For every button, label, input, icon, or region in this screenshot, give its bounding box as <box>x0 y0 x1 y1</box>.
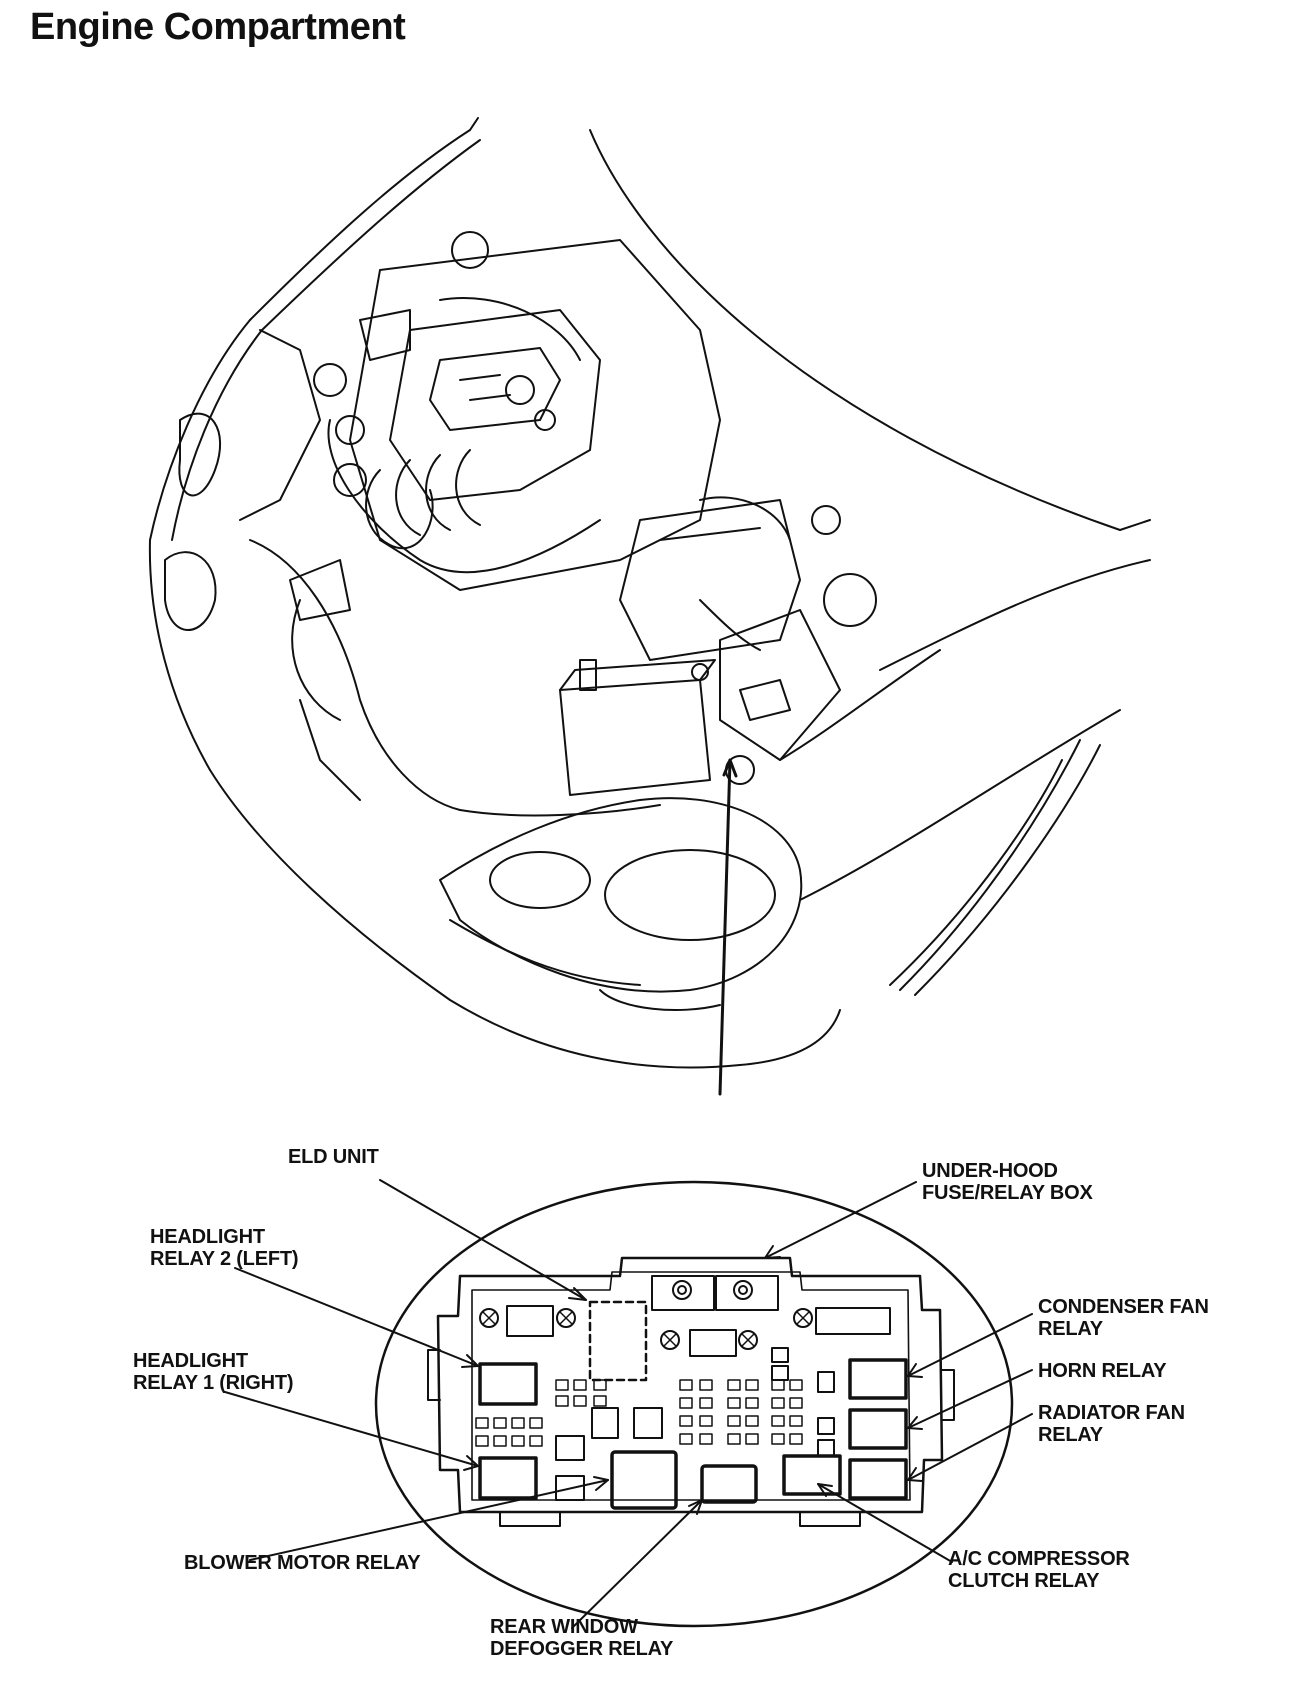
label-rear-window-defogger-relay: REAR WINDOW DEFOGGER RELAY <box>490 1616 674 1660</box>
label-ac-compressor-clutch-relay: A/C COMPRESSOR CLUTCH RELAY <box>948 1548 1130 1592</box>
label-horn-relay: HORN RELAY <box>1038 1360 1167 1382</box>
condenser-fan-relay <box>848 1358 908 1400</box>
label-headlight-relay-2: HEADLIGHT RELAY 2 (LEFT) <box>150 1226 299 1270</box>
label-under-hood-fuse-relay-box: UNDER-HOOD FUSE/RELAY BOX <box>922 1160 1093 1204</box>
page-title: Engine Compartment <box>30 6 406 48</box>
rear-window-defogger-relay <box>700 1464 758 1504</box>
eld-unit <box>588 1300 648 1382</box>
ac-compressor-clutch-relay <box>782 1454 842 1496</box>
label-eld-unit: ELD UNIT <box>288 1146 379 1168</box>
label-condenser-fan-relay: CONDENSER FAN RELAY <box>1038 1296 1209 1340</box>
radiator-fan-relay <box>848 1458 908 1500</box>
car-illustration <box>148 117 1151 1096</box>
leader-lines <box>224 1179 1033 1629</box>
label-radiator-fan-relay: RADIATOR FAN RELAY <box>1038 1402 1185 1446</box>
fuse-slots <box>475 1379 803 1447</box>
headlight-relay-1 <box>478 1456 538 1500</box>
horn-relay <box>848 1408 908 1450</box>
label-headlight-relay-1: HEADLIGHT RELAY 1 (RIGHT) <box>133 1350 294 1394</box>
label-blower-motor-relay: BLOWER MOTOR RELAY <box>184 1552 421 1574</box>
screw-mounts <box>479 1280 813 1350</box>
headlight-relay-2 <box>478 1362 538 1406</box>
fuse-box-housing <box>436 1256 944 1514</box>
blower-motor-relay <box>610 1450 678 1510</box>
fuse-relay-box-detail <box>374 1180 1014 1628</box>
